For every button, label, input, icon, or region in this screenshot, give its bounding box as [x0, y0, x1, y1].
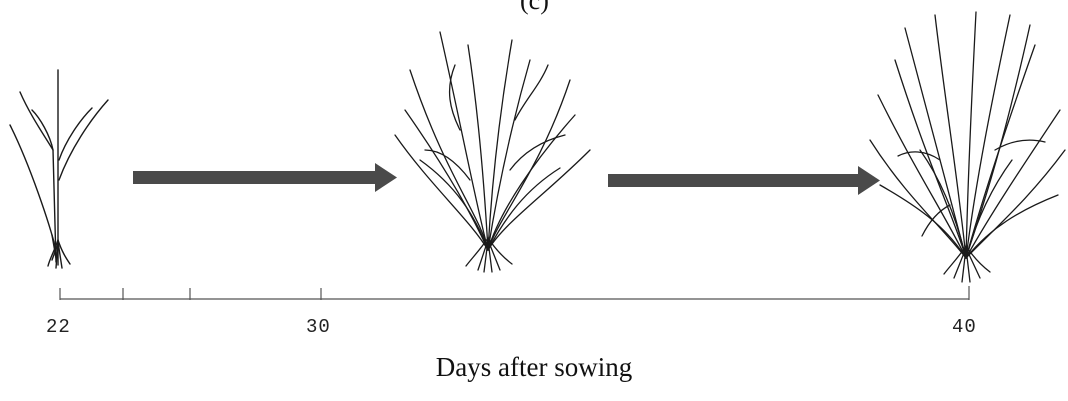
tick-label-40: 40 — [952, 316, 977, 338]
tillering-plant-30 — [395, 32, 590, 272]
progress-arrow-2 — [608, 166, 880, 195]
tick-label-22: 22 — [46, 316, 71, 338]
progress-arrow-1 — [133, 163, 397, 192]
tick-label-30: 30 — [306, 316, 331, 338]
time-axis — [60, 286, 969, 300]
seedling-plant-22 — [10, 70, 108, 268]
axis-title: Days after sowing — [0, 352, 1068, 383]
tillering-plant-40 — [870, 12, 1065, 282]
